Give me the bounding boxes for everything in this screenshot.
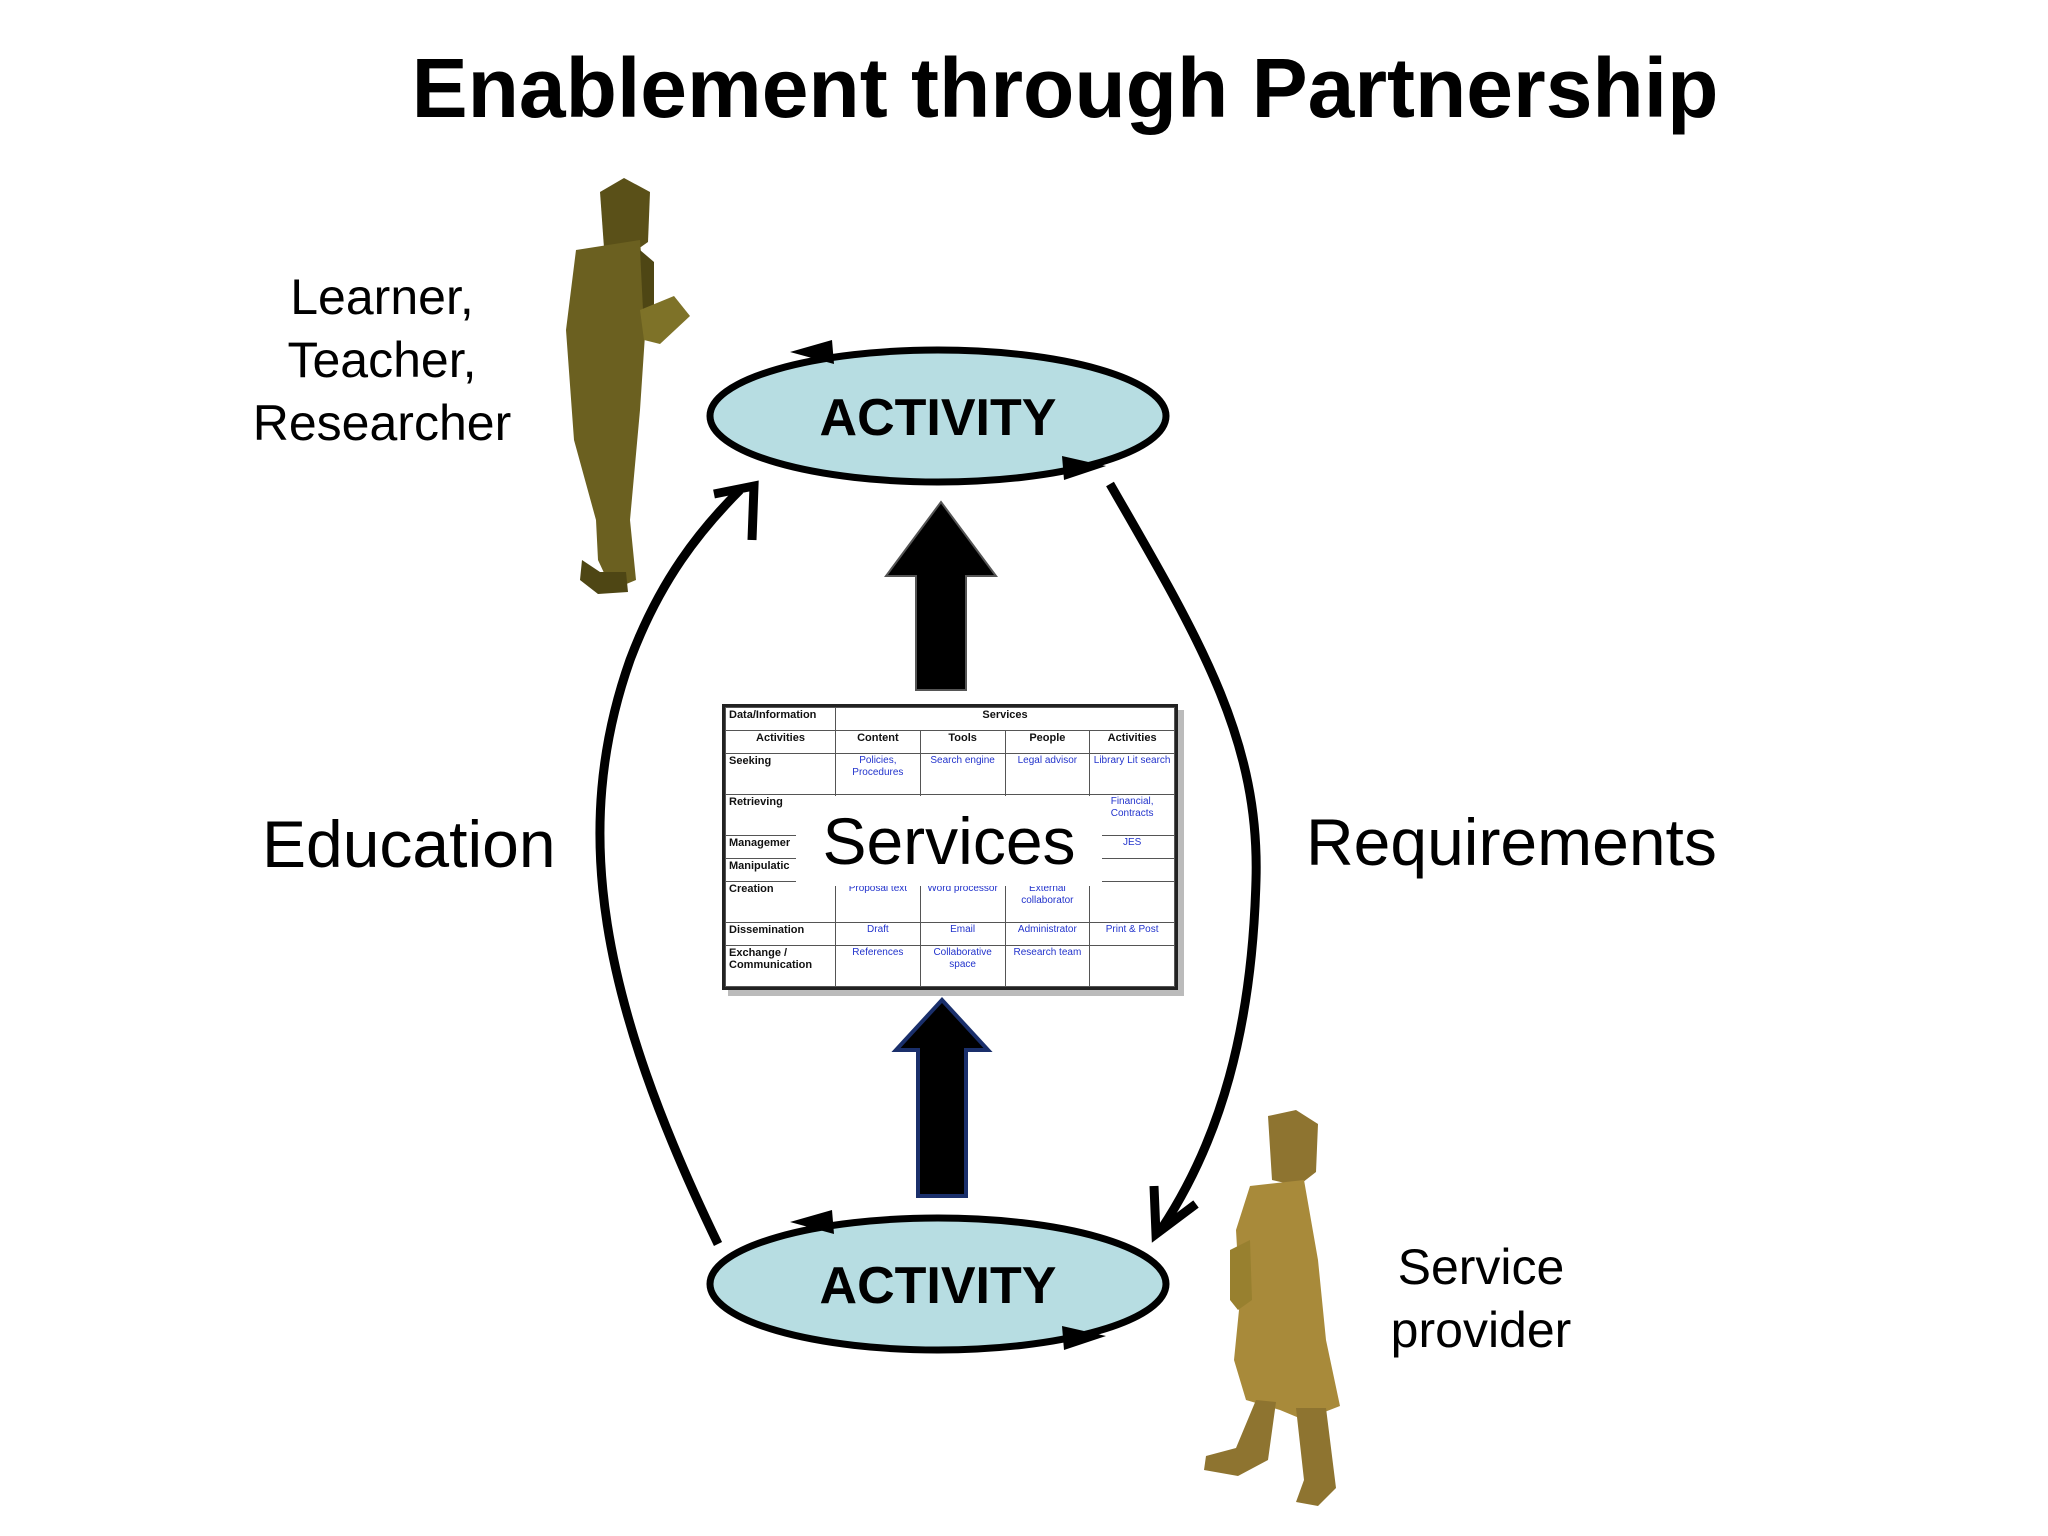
learner-figure-icon: [566, 178, 690, 594]
table-corner: Data/Information: [725, 707, 836, 731]
table-column-header: Activities: [1089, 729, 1175, 754]
requirements-arrowhead: [1149, 1185, 1199, 1243]
table-column-header: Content: [835, 729, 921, 754]
services-label: Services: [796, 796, 1102, 886]
bottom-activity-ellipse: [706, 1214, 1170, 1354]
table-cell: [1089, 944, 1175, 987]
table-header-row: Data/Information Services: [725, 707, 1175, 731]
table-cell: JES: [1089, 835, 1175, 859]
education-label: Education: [262, 807, 556, 881]
bottom-activity-label: ACTIVITY: [819, 1257, 1057, 1315]
table-cell: Collaborative space: [919, 944, 1006, 987]
services-table: Data/Information Services Activities Con…: [722, 704, 1178, 990]
services-matrix: Data/Information Services Activities Con…: [725, 707, 1175, 987]
top-activity-ellipse: [706, 346, 1170, 486]
table-row-label: Creation: [725, 880, 836, 923]
table-cell: Proposal text: [835, 880, 921, 923]
table-cell: Library Lit search: [1089, 752, 1175, 795]
table-row-label: Seeking: [725, 752, 836, 795]
table-cell: [1089, 857, 1175, 882]
table-cell: Email: [919, 921, 1006, 946]
table-row: Dissemination Draft Email Administrator …: [725, 921, 1175, 946]
table-cell: Financial, Contracts: [1089, 793, 1175, 837]
table-cell: Policies, Procedures: [835, 752, 921, 795]
bottom-ellipse-arrowhead-left: [790, 1210, 834, 1234]
up-block-arrow-bottom: [891, 997, 993, 1198]
top-activity-label: ACTIVITY: [819, 389, 1057, 447]
education-arrowhead: [713, 480, 759, 541]
table-cell: Draft: [835, 921, 921, 946]
table-cell: Search engine: [919, 752, 1006, 795]
table-group-header: Services: [835, 707, 1175, 731]
table-cell: Print & Post: [1089, 921, 1175, 946]
table-row-label: Dissemination: [725, 921, 836, 946]
table-row: Seeking Policies, Procedures Search engi…: [725, 752, 1175, 795]
table-sub-corner: Activities: [725, 729, 836, 754]
table-cell: External collaborator: [1004, 880, 1091, 923]
table-cell: Research team: [1004, 944, 1091, 987]
provider-label: Service provider: [1336, 1236, 1626, 1362]
top-ellipse-arrowhead-left: [790, 340, 834, 364]
table-column-header: Tools: [919, 729, 1006, 754]
learner-label-line: Teacher,: [287, 332, 477, 388]
service-provider-figure-icon: [1204, 1110, 1340, 1506]
table-cell: Word processor: [919, 880, 1006, 923]
table-row: Creation Proposal text Word processor Ex…: [725, 880, 1175, 923]
bottom-ellipse-arrowhead-right: [1062, 1326, 1106, 1350]
learner-label-line: Researcher: [252, 395, 512, 451]
top-ellipse-arrowhead-right: [1062, 456, 1106, 480]
learner-label: Learner, Teacher, Researcher: [232, 266, 532, 455]
table-row: Exchange / Communication References Coll…: [725, 944, 1175, 987]
page-title: Enablement through Partnership: [411, 41, 1719, 135]
table-cell: Administrator: [1004, 921, 1091, 946]
table-header-row: Activities Content Tools People Activiti…: [725, 729, 1175, 754]
table-cell: References: [835, 944, 921, 987]
table-row-label: Exchange / Communication: [725, 944, 836, 987]
learner-label-line: Learner,: [290, 269, 474, 325]
table-column-header: People: [1004, 729, 1091, 754]
table-cell: [1089, 880, 1175, 923]
up-block-arrow-top: [884, 500, 998, 691]
provider-label-line: Service: [1397, 1239, 1565, 1295]
education-curve: [595, 486, 744, 1246]
table-cell: Legal advisor: [1004, 752, 1091, 795]
provider-label-line: provider: [1390, 1302, 1572, 1358]
requirements-curve: [1106, 481, 1261, 1231]
requirements-label: Requirements: [1306, 805, 1717, 879]
